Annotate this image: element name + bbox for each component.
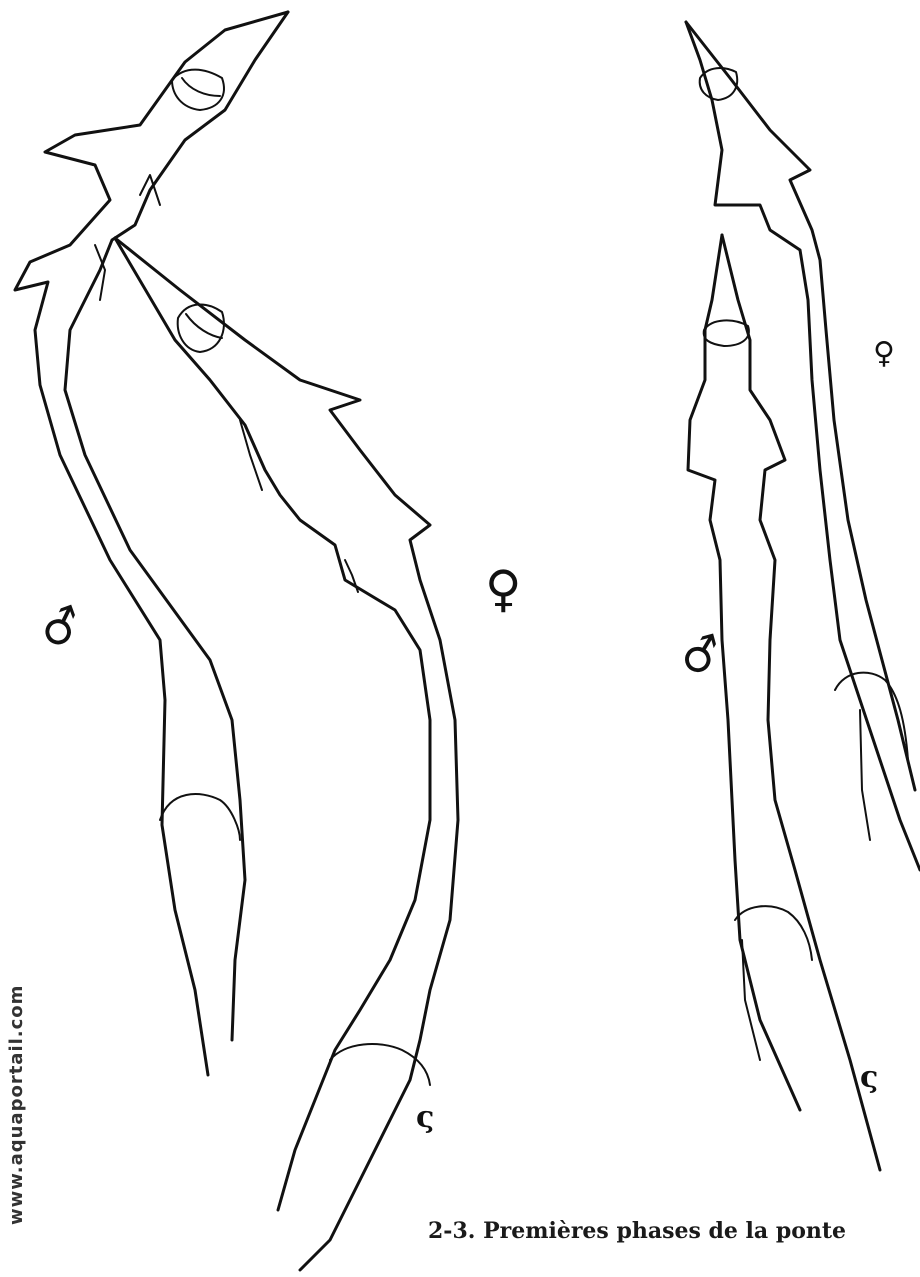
- watermark-text: www.aquaportail.com: [6, 1015, 28, 1225]
- left-female-fish-drawing: [115, 238, 458, 1270]
- right-male-fish-drawing: [688, 235, 880, 1170]
- female-symbol-right: ♀: [873, 336, 895, 371]
- substrate-mark-left: ς: [416, 1100, 434, 1135]
- substrate-mark-right: ς: [860, 1060, 878, 1095]
- female-symbol-left: ♀: [485, 560, 522, 618]
- figure-caption: 2-3. Premières phases de la ponte: [428, 1218, 846, 1244]
- left-male-fish-drawing: [15, 12, 288, 1075]
- right-female-fish-drawing: [686, 22, 920, 870]
